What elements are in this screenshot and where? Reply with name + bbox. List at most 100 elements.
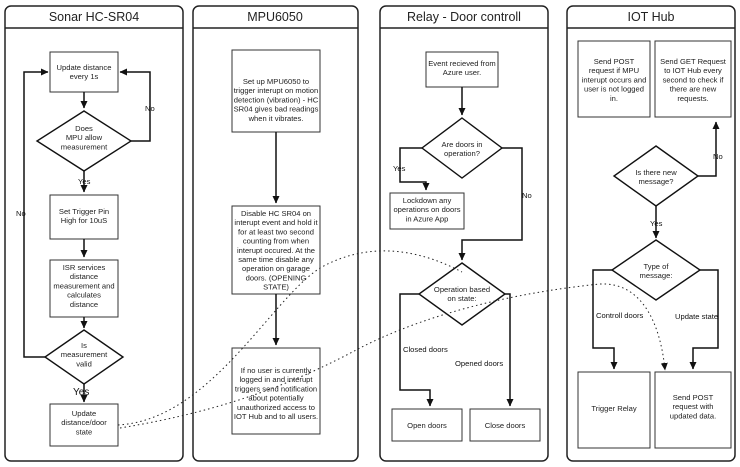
label-iot-yes: Yes (650, 219, 663, 228)
relay-lockdown-box (389, 192, 465, 230)
sonar-update-distance-box (49, 51, 119, 93)
text-line: about potentially (248, 394, 304, 403)
lane-title-iot: IOT Hub (627, 10, 674, 24)
text-line: for at least two second (238, 227, 314, 236)
text-line: message: (640, 271, 673, 280)
iot-send-post-mpu-box (577, 40, 651, 118)
relay-close-doors-box (469, 408, 541, 442)
text-line: there are new (670, 85, 717, 94)
relay-operation-based-diamond (417, 262, 507, 326)
text-line: message? (638, 177, 673, 186)
iot-trigger-relay-text: Trigger Relay (591, 404, 636, 413)
text-line: interupt occured. At the (237, 246, 315, 255)
text-line: Azure user. (443, 68, 481, 77)
label-sonar-no-top: No (145, 104, 155, 113)
edge-controll-doors (592, 269, 618, 370)
text-line: updated data. (670, 411, 716, 420)
edge-new-message-no (698, 121, 720, 177)
text-line: Does (75, 124, 93, 133)
iot-send-get-box (654, 40, 732, 118)
edge-closed-doors (399, 293, 434, 407)
relay-open-doors-text: Open doors (407, 421, 447, 430)
edge-update-state (689, 269, 719, 370)
edge-doors-no (458, 147, 523, 261)
text-line: requests. (677, 94, 708, 103)
label-relay-no: No (522, 191, 532, 200)
text-line: Send GET Request (660, 57, 727, 66)
text-line: on state: (447, 294, 476, 303)
text-line: SR04 gives bad readings (234, 105, 319, 114)
text-line: Type of (644, 262, 670, 271)
text-line: If no user is currently (241, 366, 312, 375)
lane-relay: Relay - Door controll (379, 5, 549, 462)
iot-send-post-update-box (654, 371, 732, 449)
text-line: valid (76, 359, 92, 368)
label-sonar-yes-bottom: Yes (73, 387, 89, 398)
dotted-sonar-to-iot (119, 283, 668, 429)
text-line: counting from when (243, 237, 309, 246)
label-sonar-yes-mid: Yes (78, 177, 91, 186)
text-line: when it vibrates. (248, 114, 304, 123)
text-line: interupt occurs and (582, 75, 647, 84)
label-iot-controll-doors: Controll doors (596, 311, 643, 320)
text-line: Update (72, 409, 97, 418)
label-relay-yes: Yes (393, 164, 406, 173)
text-line: measurement (61, 142, 108, 151)
mpu-notify-box (231, 347, 321, 435)
text-line: High for 10uS (61, 216, 107, 225)
text-line: operation on garage (242, 264, 310, 273)
text-line: measurement and (53, 281, 114, 290)
text-line: calculates (67, 291, 101, 300)
edge-opened-doors (505, 293, 514, 407)
lane-title-mpu: MPU6050 (247, 10, 303, 24)
text-line: Event recieved from (428, 59, 496, 68)
text-line: Is there new (635, 168, 677, 177)
text-line: distance (70, 272, 98, 281)
edge-doors-yes (399, 147, 430, 191)
label-relay-opened-doors: Opened doors (455, 359, 503, 368)
lane-title-sonar: Sonar HC-SR04 (49, 10, 139, 24)
label-sonar-no-left: No (16, 209, 26, 218)
label-relay-closed-doors: Closed doors (403, 345, 448, 354)
text-line: in Azure App (406, 214, 449, 223)
text-line: distance (70, 300, 98, 309)
text-line: request if MPU (589, 66, 639, 75)
text-line: request with (673, 402, 714, 411)
text-line: IOT Hub and to all users. (234, 412, 318, 421)
text-line: unauthorized access to (237, 403, 315, 412)
text-line: detection (vibration) - HC (234, 95, 319, 104)
text-line: Send POST (673, 393, 714, 402)
text-line: Set up MPU6050 to (243, 77, 309, 86)
text-line: triggers send notification (235, 384, 317, 393)
lane-title-relay: Relay - Door controll (407, 10, 521, 24)
relay-open-doors-box (391, 408, 463, 442)
text-line: every 1s (70, 72, 99, 81)
text-line: STATE) (263, 283, 289, 292)
relay-close-doors-text: Close doors (485, 421, 526, 430)
text-line: interupt event and hold it (234, 218, 318, 227)
edge-allow-no-loop (119, 68, 151, 142)
text-line: Is (81, 341, 87, 350)
text-line: state (76, 427, 92, 436)
sonar-update-door-state-box (49, 403, 119, 447)
text-line: Lockdown any (403, 196, 452, 205)
text-line: trigger interupt on motion (234, 86, 318, 95)
text-line: ISR services (63, 263, 106, 272)
